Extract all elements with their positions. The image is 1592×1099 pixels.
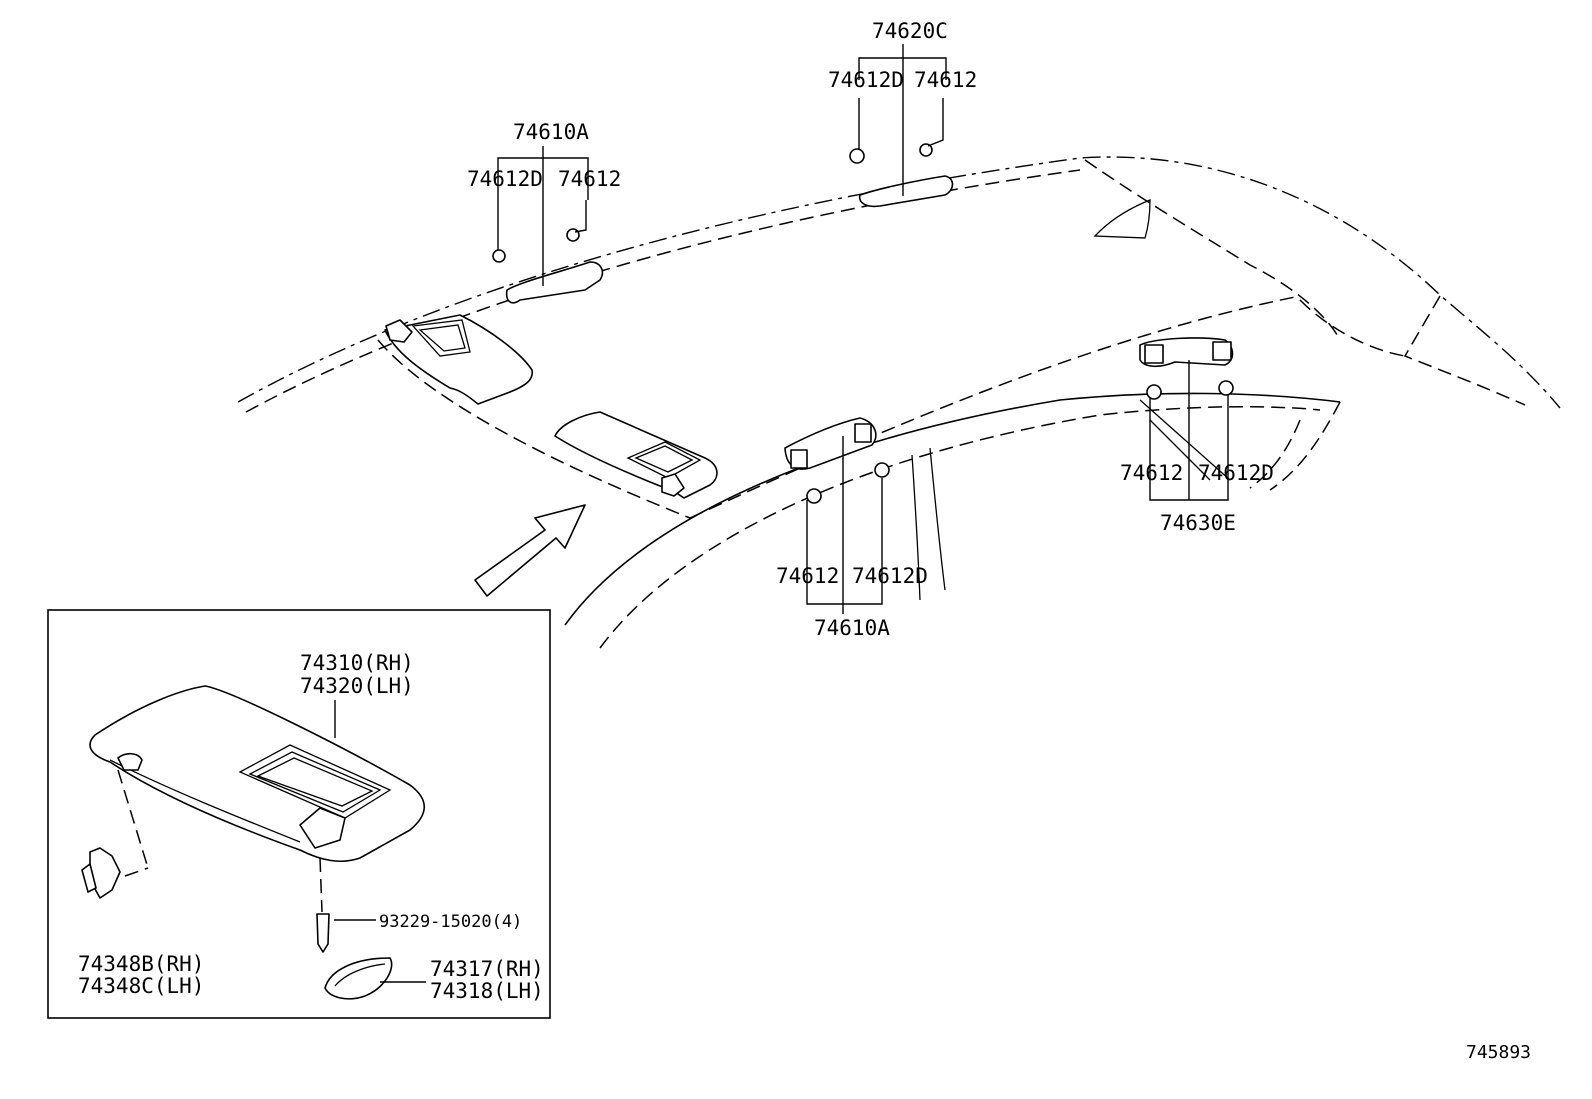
label-cover-lh: 74318(LH) [430, 979, 544, 1003]
label-grip-right: 74630E [1160, 511, 1236, 535]
label-clip-d-center-top: 74612D [828, 68, 904, 92]
label-visor-lh: 74320(LH) [300, 674, 414, 698]
label-clip-center-low: 74612 [776, 564, 839, 588]
label-grip-front-top: 74610A [513, 120, 589, 144]
label-clip-front-top: 74612 [558, 167, 621, 191]
label-clip-right: 74612 [1120, 461, 1183, 485]
label-screw: 93229-15020(4) [379, 912, 522, 932]
visor-detail-inset [47, 609, 551, 1019]
label-clip-d-center-low: 74612D [852, 564, 928, 588]
roof-parts [384, 143, 1234, 504]
label-grip-center-low: 74610A [814, 616, 890, 640]
label-holder-rh: 74348B(RH) [78, 952, 204, 976]
label-clip-center-top: 74612 [914, 68, 977, 92]
label-cover-rh: 74317(RH) [430, 957, 544, 981]
label-clip-d-right: 74612D [1198, 461, 1274, 485]
leader-lines [497, 44, 1229, 614]
direction-arrow-icon [474, 504, 586, 597]
label-clip-d-front-top: 74612D [467, 167, 543, 191]
label-visor-rh: 74310(RH) [300, 651, 414, 675]
label-holder-lh: 74348C(LH) [78, 974, 204, 998]
reference-number: 745893 [1466, 1042, 1531, 1063]
label-grip-center-top: 74620C [872, 19, 948, 43]
